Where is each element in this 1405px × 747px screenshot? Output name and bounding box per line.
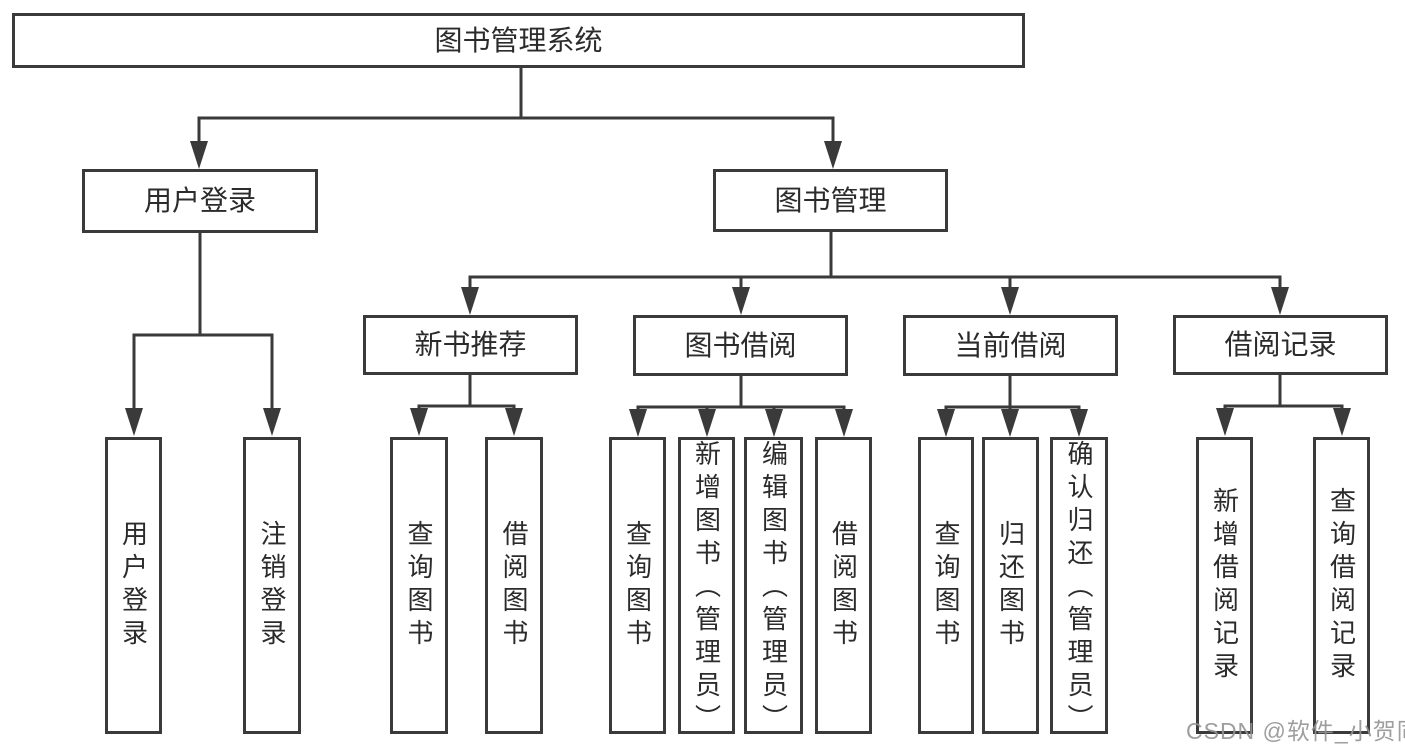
node-current-borrow: 当前借阅 bbox=[903, 315, 1118, 376]
node-borrow-records: 借阅记录 bbox=[1173, 315, 1388, 375]
node-root: 图书管理系统 bbox=[12, 13, 1025, 68]
leaf-borrow-books-borrow: 借阅图书 bbox=[815, 437, 872, 734]
node-book-management: 图书管理 bbox=[713, 169, 948, 232]
leaf-query-borrow-record: 查询借阅记录 bbox=[1313, 437, 1370, 734]
leaf-return-book: 归还图书 bbox=[982, 437, 1039, 734]
leaf-add-borrow-record: 新增借阅记录 bbox=[1196, 437, 1253, 734]
leaf-query-books-borrow: 查询图书 bbox=[609, 437, 666, 734]
leaf-borrow-books-recommend: 借阅图书 bbox=[485, 437, 543, 734]
leaf-query-books-recommend: 查询图书 bbox=[390, 437, 448, 734]
node-book-borrow: 图书借阅 bbox=[633, 315, 848, 376]
leaf-query-books-current: 查询图书 bbox=[918, 437, 974, 734]
leaf-user-login: 用户登录 bbox=[105, 437, 162, 734]
leaf-add-book-admin: 新增图书（管理员） bbox=[678, 437, 735, 737]
watermark: CSDN @软件_小贺同学 bbox=[1186, 718, 1405, 744]
node-user-login: 用户登录 bbox=[82, 169, 318, 233]
leaf-confirm-return-admin: 确认归还（管理员） bbox=[1050, 437, 1108, 737]
leaf-edit-book-admin: 编辑图书（管理员） bbox=[744, 437, 803, 737]
node-new-book-recommend: 新书推荐 bbox=[363, 315, 578, 375]
arrowheads bbox=[125, 141, 1351, 437]
leaf-logout: 注销登录 bbox=[243, 437, 301, 734]
